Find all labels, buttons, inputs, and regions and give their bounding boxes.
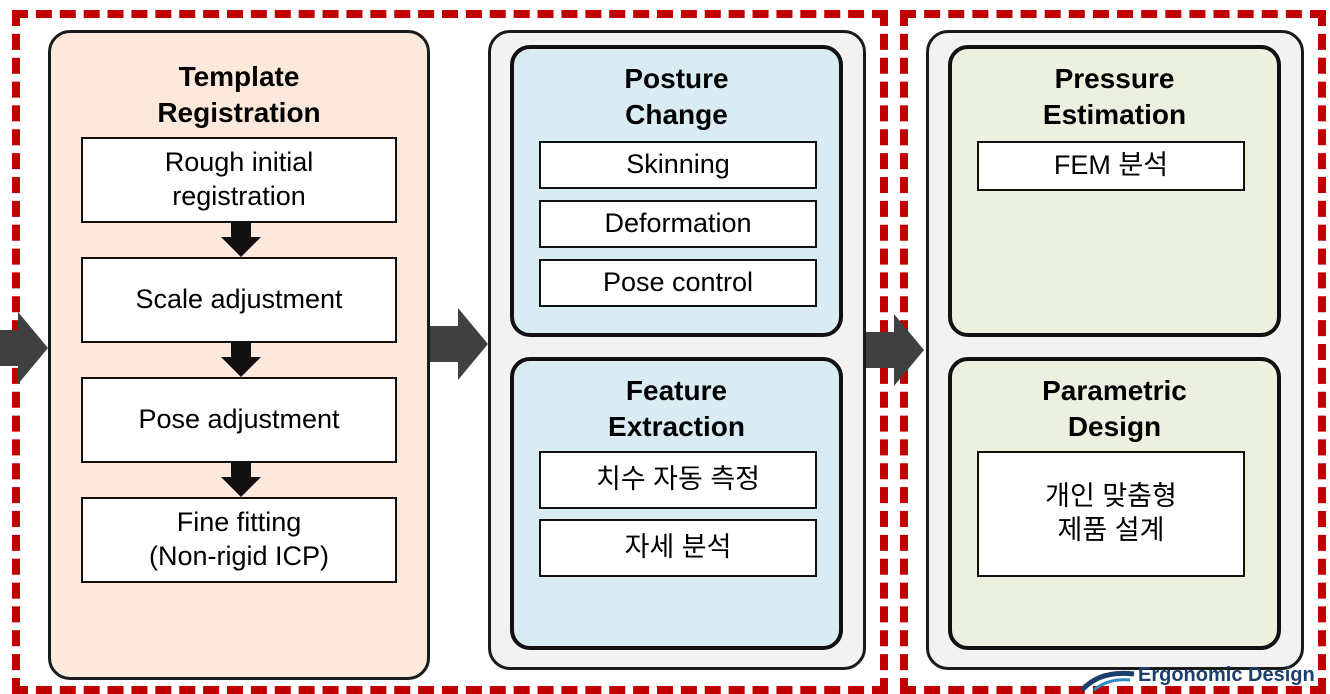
- ergonomic-design-logo: Ergonomic Design: [1080, 664, 1330, 692]
- posture-change-box: Posture Change Skinning Deformation Pose…: [510, 45, 843, 337]
- down-arrow-2: [221, 343, 261, 377]
- deformation-item: Deformation: [539, 200, 817, 248]
- custom-product-design-item: 개인 맞춤형 제품 설계: [977, 451, 1245, 577]
- fine-fitting-step: Fine fitting (Non-rigid ICP): [81, 497, 397, 583]
- feature-extraction-box: Feature Extraction 치수 자동 측정 자세 분석: [510, 357, 843, 650]
- flow-arrow-2: [866, 314, 924, 386]
- logo-swoosh-icon: [1080, 670, 1135, 692]
- down-arrow-1: [221, 223, 261, 257]
- fem-analysis-item: FEM 분석: [977, 141, 1245, 191]
- rough-registration-step: Rough initial registration: [81, 137, 397, 223]
- logo-text: Ergonomic Design: [1138, 664, 1315, 686]
- template-registration-panel: Template Registration Rough initial regi…: [48, 30, 430, 680]
- parametric-design-title: Parametric Design: [1042, 375, 1187, 443]
- posture-analysis-item: 자세 분석: [539, 519, 817, 577]
- skinning-item: Skinning: [539, 141, 817, 189]
- pose-control-item: Pose control: [539, 259, 817, 307]
- posture-change-title: Posture Change: [624, 63, 729, 131]
- down-arrow-3: [221, 463, 261, 497]
- pressure-estimation-box: Pressure Estimation FEM 분석: [948, 45, 1281, 337]
- input-arrow: [0, 312, 48, 384]
- pose-adjustment-step: Pose adjustment: [81, 377, 397, 463]
- template-registration-title: Template Registration: [157, 61, 321, 129]
- pressure-estimation-title: Pressure Estimation: [1042, 63, 1187, 131]
- scale-adjustment-step: Scale adjustment: [81, 257, 397, 343]
- feature-extraction-title: Feature Extraction: [608, 375, 745, 443]
- parametric-design-box: Parametric Design 개인 맞춤형 제품 설계: [948, 357, 1281, 650]
- auto-measurement-item: 치수 자동 측정: [539, 451, 817, 509]
- flow-arrow-1: [430, 308, 488, 380]
